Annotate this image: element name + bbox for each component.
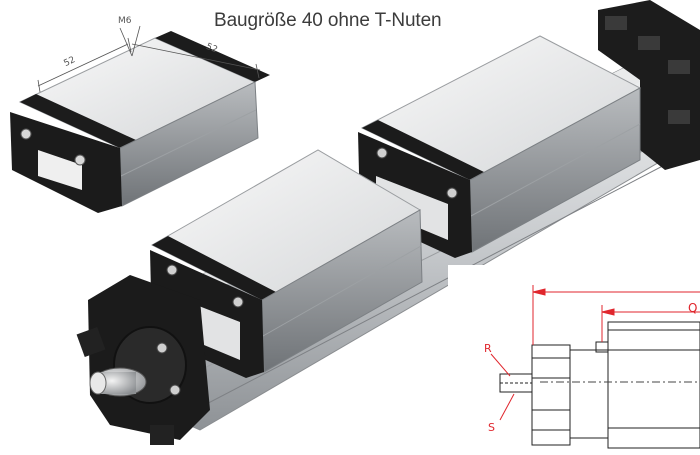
dim-label-r: R <box>484 342 492 355</box>
detail-dimension-lines <box>37 25 261 93</box>
technical-drawing <box>448 265 700 455</box>
dim-label-s: S <box>488 421 495 434</box>
thread-size-label: M6 <box>118 16 132 26</box>
detail-carriage <box>10 31 270 213</box>
length-left-label: 52 <box>62 55 77 69</box>
page-title: Baugröße 40 ohne T-Nuten <box>214 10 442 31</box>
linear-axis <box>76 0 700 445</box>
length-right-label: 52 <box>204 42 218 56</box>
dim-label-q: Q <box>688 301 697 315</box>
